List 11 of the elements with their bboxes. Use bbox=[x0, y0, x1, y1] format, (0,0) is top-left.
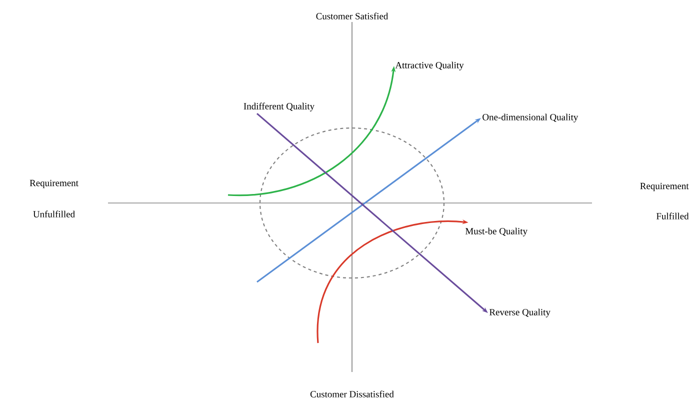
axis-label: Customer Dissatisfied bbox=[310, 390, 394, 398]
axis-label: Fulfilled bbox=[656, 212, 689, 220]
axis-label: Unfulfilled bbox=[33, 210, 75, 218]
quality-label: Indifferent Quality bbox=[244, 102, 314, 112]
quality-label: Must-be Quality bbox=[465, 228, 528, 236]
quality-label: Attractive Quality bbox=[395, 62, 464, 70]
quality-label: One-dimensional Quality bbox=[482, 114, 578, 122]
axis-label: Customer Satisfied bbox=[316, 12, 388, 20]
quality-label: Reverse Quality bbox=[489, 308, 550, 318]
axis-label: Requirement bbox=[640, 182, 689, 192]
axis-label: Requirement bbox=[30, 180, 78, 188]
